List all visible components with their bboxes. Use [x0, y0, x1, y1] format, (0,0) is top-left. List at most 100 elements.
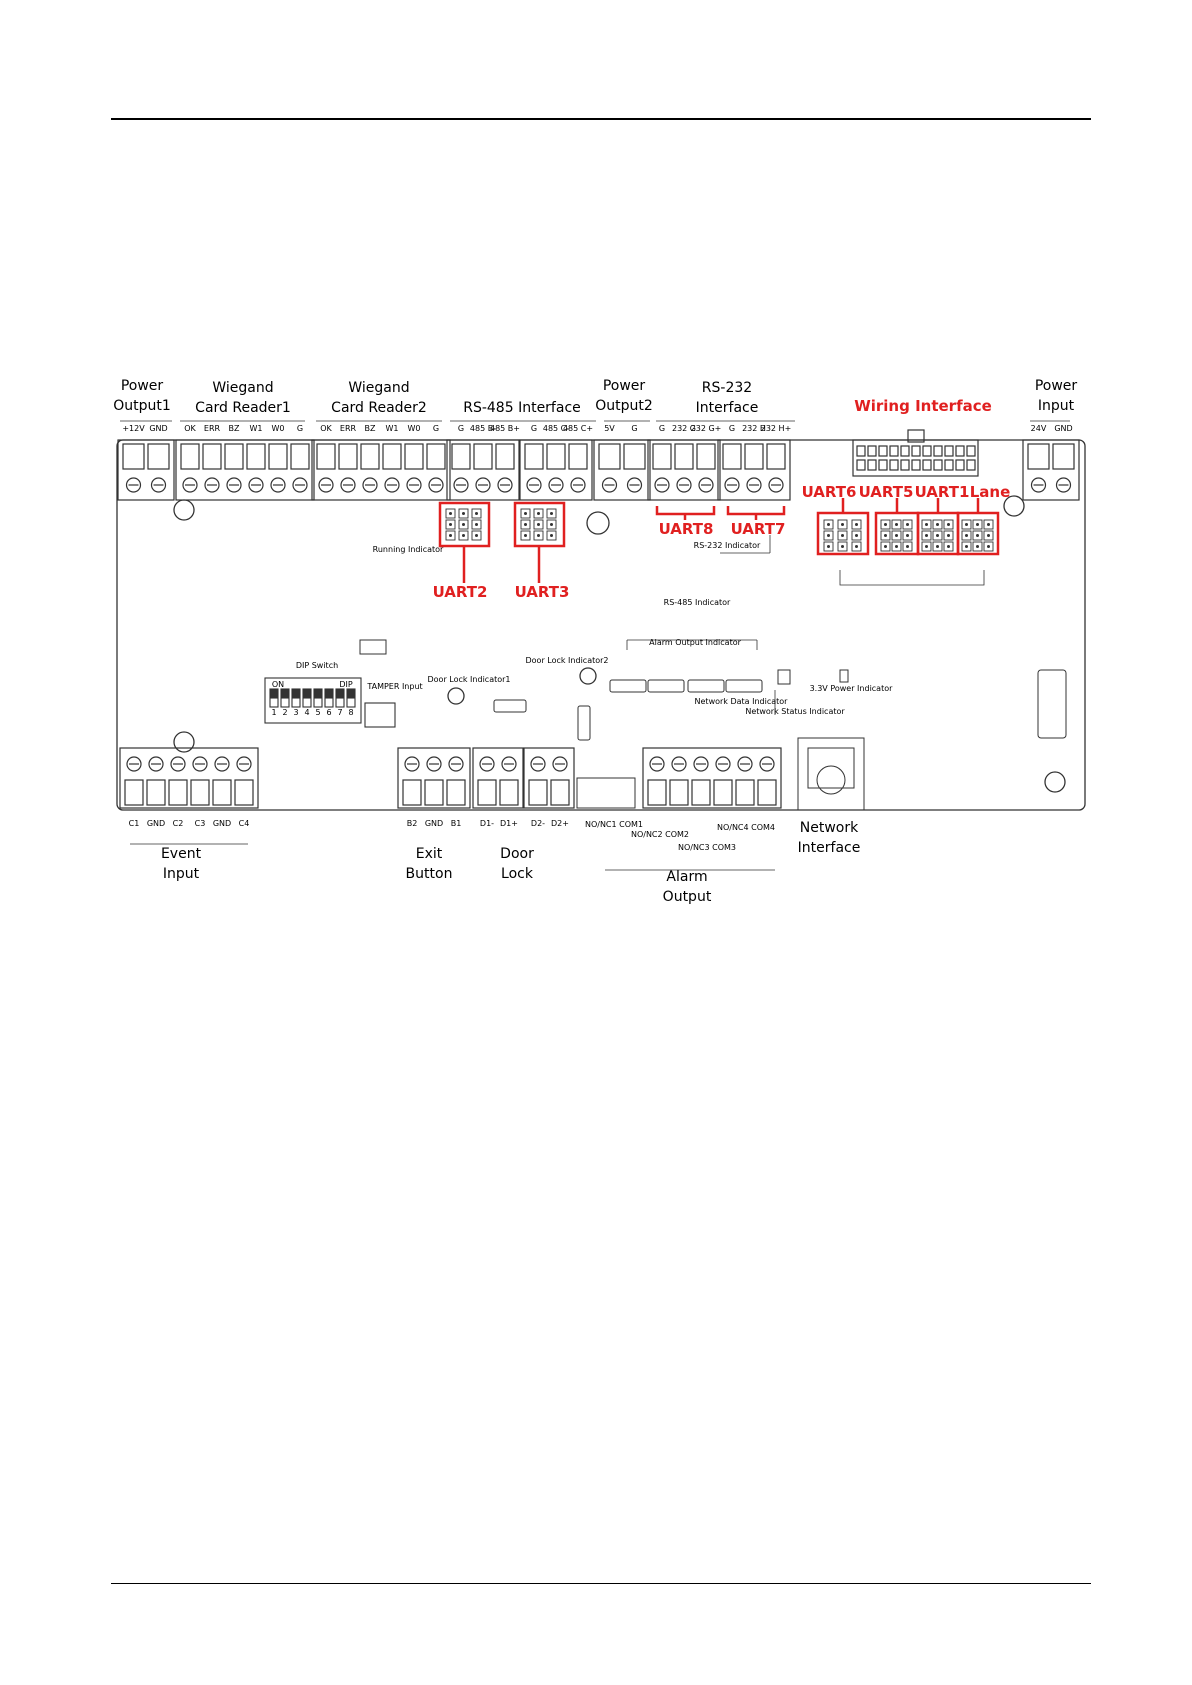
top-terminal-block [1022, 439, 1080, 501]
top-terminal-block [117, 439, 175, 501]
top-pin-label: BZ [228, 424, 240, 433]
label-door-lock-indicator2: Door Lock Indicator2 [525, 656, 609, 665]
bottom-terminal-block [397, 747, 471, 809]
top-pin-label: W0 [407, 424, 421, 433]
bottom-terminal-block [472, 747, 524, 809]
top-pin-label: G [728, 424, 736, 433]
label-uart6: UART6 [801, 483, 857, 501]
label-door-lock-indicator1: Door Lock Indicator1 [427, 675, 511, 684]
dip-number-label: 6 [326, 708, 332, 717]
label-uart2: UART2 [432, 583, 488, 601]
top-pin-label: 485 C+ [562, 424, 594, 433]
dip-number-label: 4 [304, 708, 310, 717]
relay-chip [359, 639, 387, 655]
top-pin-label: 485 B+ [489, 424, 521, 433]
top-terminal-block [175, 439, 315, 501]
label-network-data-indicator: Network Data Indicator [694, 697, 788, 706]
dip-number-label: 1 [271, 708, 277, 717]
top-pin-label: 5V [604, 424, 615, 433]
top-terminal-block [311, 439, 451, 501]
bottom-pin-label: D1- [479, 819, 495, 828]
usb-port [1037, 669, 1067, 739]
mounting-hole [1044, 771, 1066, 793]
alarm-plug [576, 777, 636, 809]
label-tamper-input: TAMPER Input [367, 682, 423, 691]
top-terminal-block [446, 439, 520, 501]
top-pin-label: 24V [1030, 424, 1047, 433]
top-pin-label: G [296, 424, 304, 433]
bottom-pin-label: C3 [194, 819, 206, 828]
bottom-pin-label: D2+ [551, 819, 569, 828]
label-dip-on: ON [271, 680, 285, 689]
dip-number-label: 2 [282, 708, 288, 717]
dip-number-label: 5 [315, 708, 321, 717]
label-uart1: UART1 [914, 483, 970, 501]
top-terminal-block [593, 439, 651, 501]
mounting-hole [1003, 495, 1025, 517]
bottom-terminal-block [642, 747, 782, 809]
label-lane: Lane [969, 483, 1011, 501]
dip-switch [264, 677, 362, 724]
label-dip-switch: DIP Switch [295, 661, 339, 670]
top-pin-label: GND [149, 424, 168, 433]
wiring-interface-connector [852, 429, 979, 477]
top-terminal-block [519, 439, 593, 501]
mounting-hole [173, 499, 195, 521]
dip-number-label: 3 [293, 708, 299, 717]
label-network-status-indicator: Network Status Indicator [745, 707, 845, 716]
label-alarm-output-indicator: Alarm Output Indicator [649, 638, 741, 647]
bottom-terminal-block [119, 747, 259, 809]
bottom-terminal-block [523, 747, 575, 809]
top-terminal-block [717, 439, 791, 501]
top-pin-label: G [530, 424, 538, 433]
top-pin-label: ERR [339, 424, 357, 433]
uart7-bracket [726, 506, 786, 516]
top-pin-label: OK [320, 424, 332, 433]
tamper-connector [364, 702, 396, 728]
top-pin-label: W1 [249, 424, 263, 433]
top-pin-label: G [631, 424, 638, 433]
bottom-pin-label: GND [212, 819, 232, 828]
bottom-pin-label: B1 [450, 819, 462, 828]
top-pin-label: OK [184, 424, 196, 433]
label-rs485-indicator: RS-485 Indicator [663, 598, 731, 607]
buzzer-circle [586, 511, 610, 535]
label-uart8: UART8 [658, 520, 714, 538]
dip-number-label: 7 [337, 708, 343, 717]
label-rs485-interface: RS-485 Interface [463, 400, 581, 416]
uart8-bracket [655, 506, 716, 516]
label-running-indicator: Running Indicator [372, 545, 444, 554]
top-pin-label: 485 C- [542, 424, 570, 433]
top-pin-label: BZ [364, 424, 376, 433]
rj45-port [797, 737, 865, 811]
top-pin-label: 232 H+ [760, 424, 792, 433]
label-uart7: UART7 [730, 520, 786, 538]
top-pin-label: +12V [122, 424, 145, 433]
top-pin-label: 232 H [742, 424, 766, 433]
bottom-pin-label: C1 [128, 819, 140, 828]
top-pin-label: GND [1054, 424, 1073, 433]
bottom-pin-label: C4 [238, 819, 250, 828]
top-pin-label: 232 G [671, 424, 697, 433]
mounting-hole [173, 731, 195, 753]
label-uart5: UART5 [858, 483, 914, 501]
top-pin-label: ERR [203, 424, 221, 433]
dip-number-label: 8 [348, 708, 354, 717]
bottom-pin-label: B2 [406, 819, 418, 828]
label-alarm-com4: NO/NC4 COM4 [716, 823, 776, 832]
bottom-pin-label: GND [424, 819, 444, 828]
footer-rule [111, 1583, 1091, 1584]
label-alarm-com2: NO/NC2 COM2 [630, 830, 690, 839]
header-rule [111, 118, 1091, 120]
label-rs232-indicator: RS-232 Indicator [693, 541, 761, 550]
